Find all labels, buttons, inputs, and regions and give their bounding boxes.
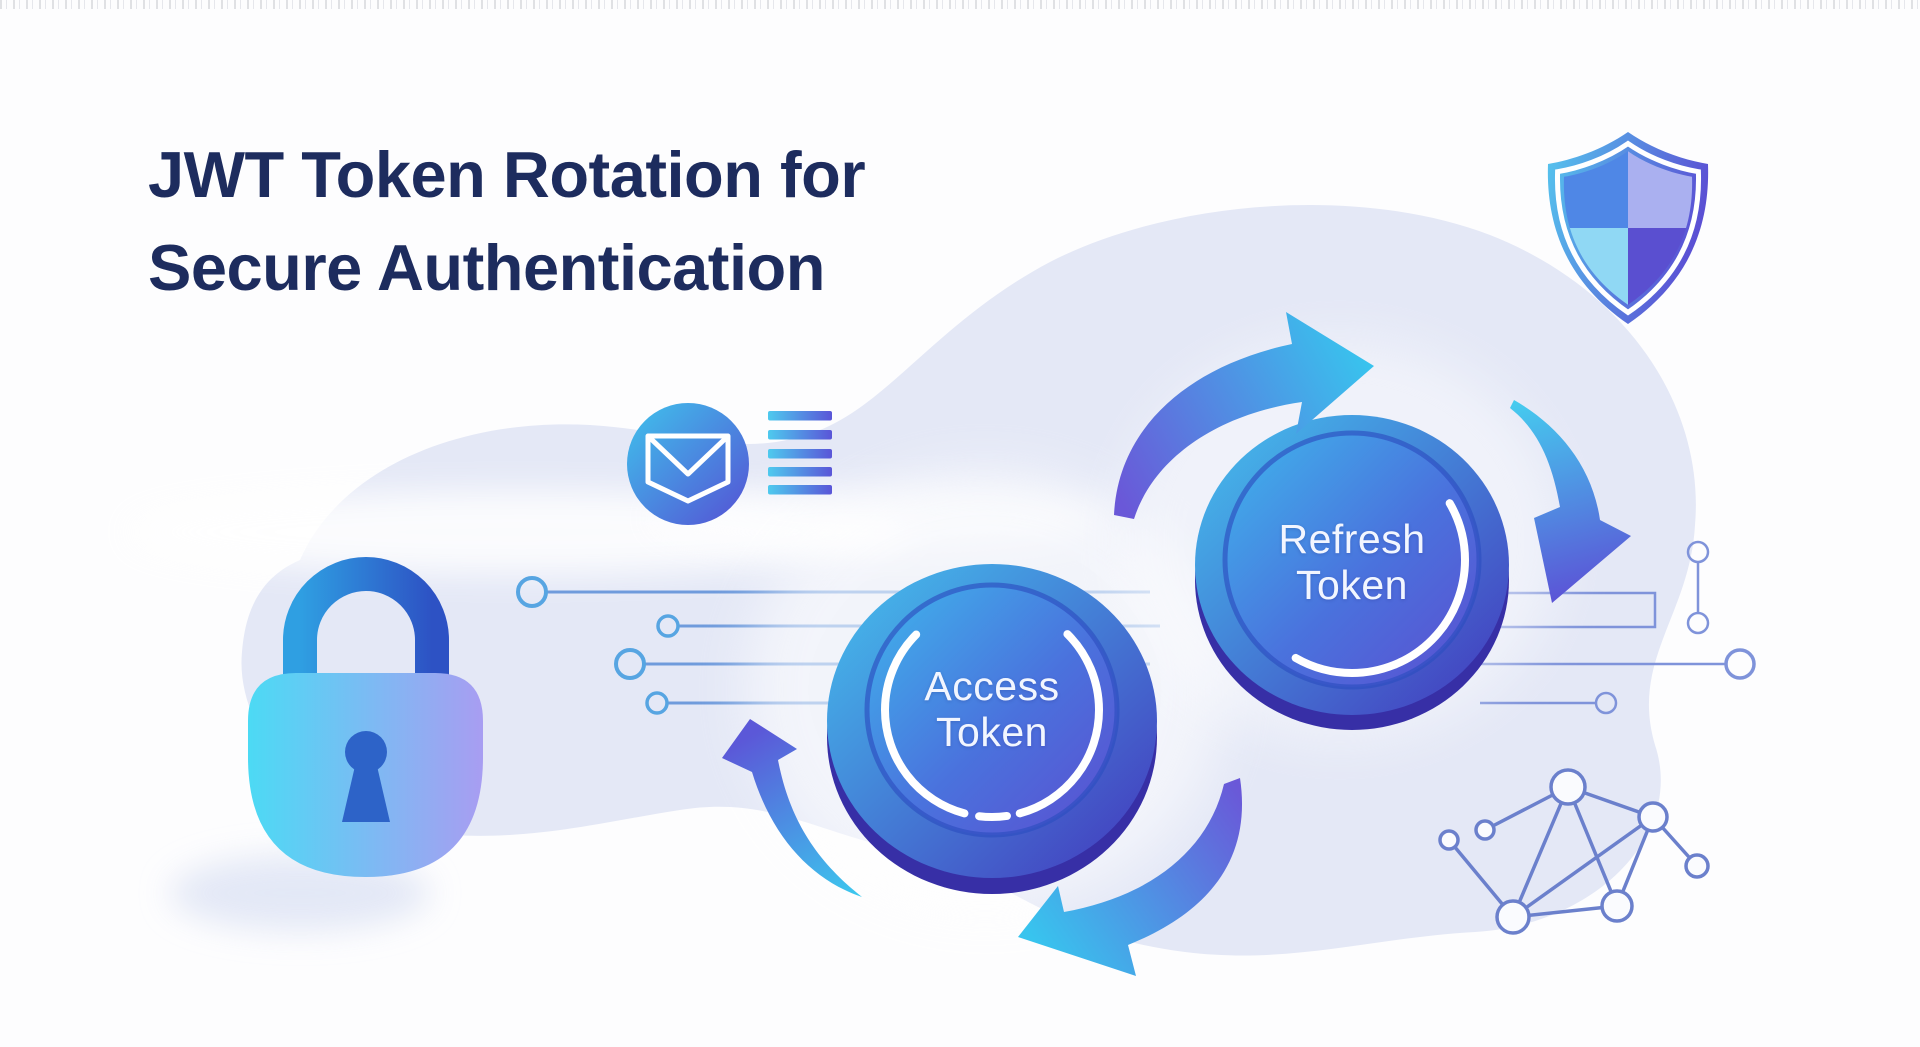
title-line-2: Secure Authentication [148,231,825,304]
circuit-node [656,614,680,638]
list-line [768,485,832,495]
circuit-node [516,576,548,608]
access-token-label-line-2: Token [936,709,1048,755]
rotation-arrows [722,312,1631,976]
list-line [768,449,832,459]
page-title: JWT Token Rotation for Secure Authentica… [148,128,866,314]
list-lines-icon [768,411,832,495]
envelope-outline [645,433,731,504]
coin-arc [1235,443,1469,677]
list-line [768,411,832,421]
list-line [768,430,832,440]
title-line-1: JWT Token Rotation for [148,138,866,211]
circuit-node [645,691,669,715]
email-circle [627,403,749,525]
circuit-node [1686,540,1710,564]
rotation-arrow-top-icon [1114,312,1374,519]
list-line [768,467,832,477]
access-token-label: Access Token [842,663,1142,755]
rotation-arrow-right-icon [1510,400,1631,603]
network-nodes [1438,768,1710,935]
padlock-keyhole [342,731,390,822]
refresh-token-label: Refresh Token [1202,516,1502,608]
rotation-arrow-left-icon [722,719,862,897]
padlock-shackle [283,557,449,688]
top-noise-artifact [0,0,1920,9]
circuit-node [1724,648,1756,680]
access-token-coin [827,564,1157,894]
refresh-token-label-line-2: Token [1296,562,1408,608]
circuit-lines-right [1480,540,1756,715]
coin-face [864,582,1120,838]
circuit-node [614,648,646,680]
circuit-node [1594,691,1618,715]
shield-quadrant-br [1628,228,1693,305]
circuit-node [1686,611,1710,635]
email-icon [627,403,749,525]
refresh-token-coin [1195,415,1509,730]
rotation-arrow-bottom-icon [1018,778,1243,976]
access-token-label-line-1: Access [924,663,1060,709]
envelope-fold [646,434,730,477]
coin-arc [881,599,1103,821]
coin-face [1222,430,1482,690]
padlock-icon [248,557,483,877]
refresh-token-label-line-1: Refresh [1278,516,1426,562]
shield-inner-outline [1554,140,1702,316]
network-graph-icon [1438,768,1710,935]
